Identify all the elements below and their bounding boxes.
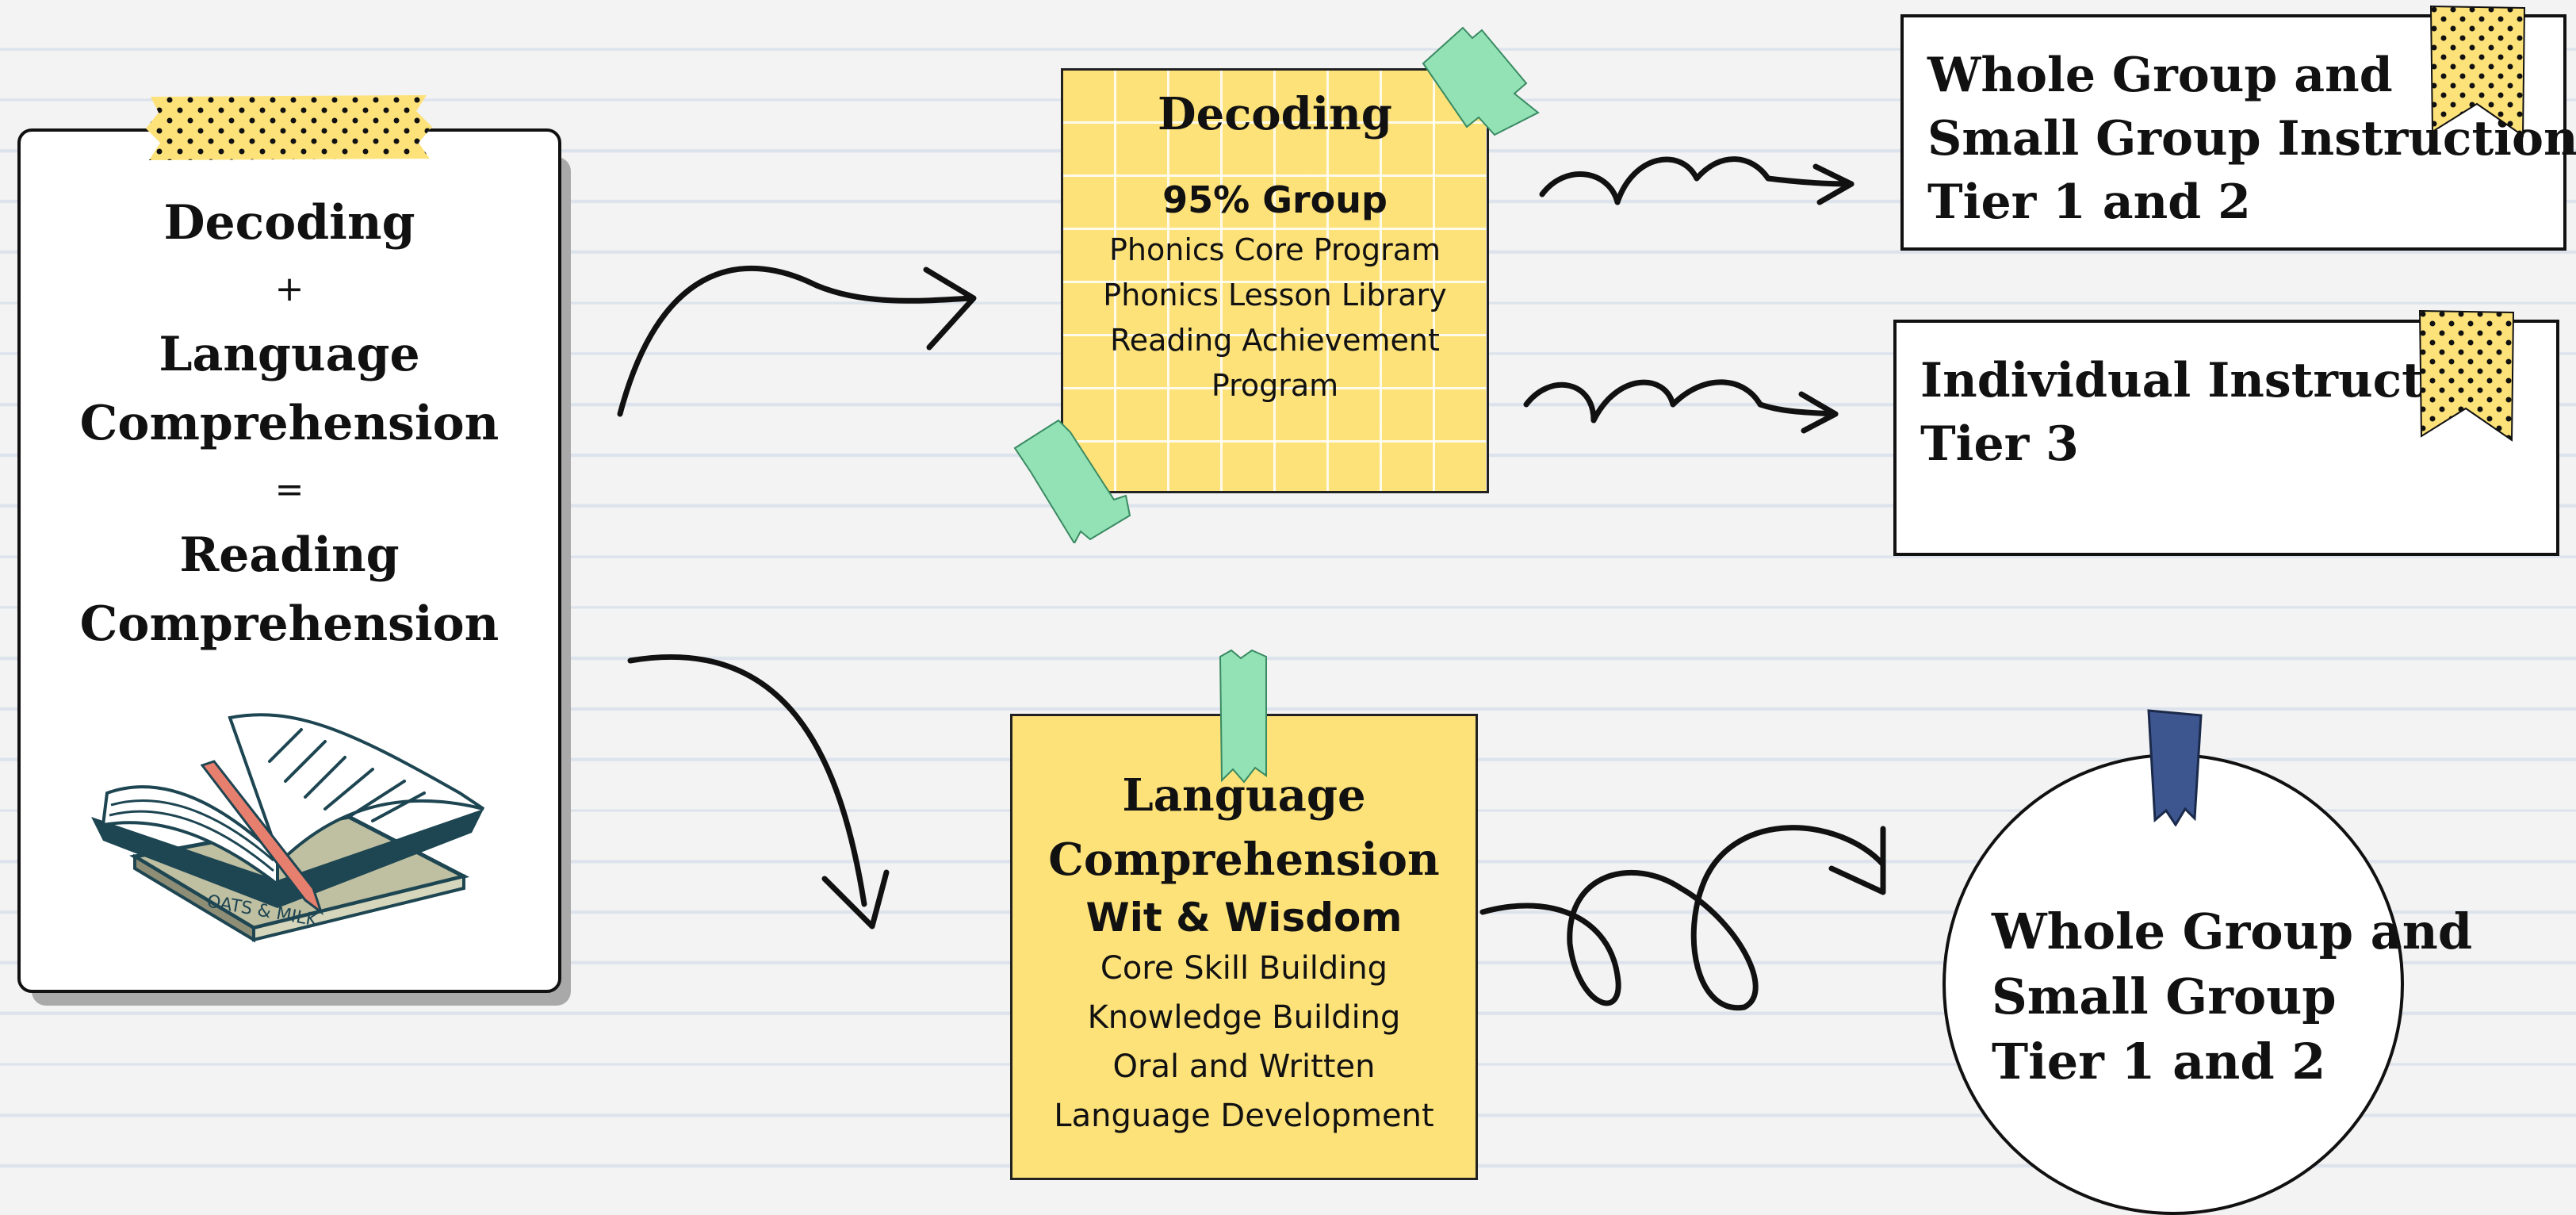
instruction-line: Tier 3 — [1920, 416, 2079, 472]
plus-sign: + — [274, 269, 304, 309]
equals-sign: = — [274, 470, 304, 511]
arrow-to-language-head — [821, 869, 890, 929]
circle-line: Small Group — [1992, 967, 2337, 1025]
green-tape-language — [1219, 649, 1267, 784]
arrow-to-language — [627, 653, 867, 907]
result-line-2: Comprehension — [79, 596, 500, 653]
language-note: Language Comprehension Wit & Wisdom Core… — [1010, 714, 1478, 1180]
decoding-note-subtitle: 95% Group — [1162, 178, 1388, 221]
term-decoding: Decoding — [163, 195, 415, 251]
decoding-item: Program — [1211, 368, 1339, 403]
group-instruction-circle: Whole Group and Small Group Tier 1 and 2 — [1943, 753, 2473, 1215]
squiggle-to-box1 — [1539, 156, 1854, 205]
dotted-bookmark-1 — [2429, 5, 2526, 137]
term-language-1: Language — [159, 327, 420, 383]
squiggle-to-box2 — [1523, 379, 1839, 424]
instruction-line: Whole Group and — [1927, 48, 2393, 103]
circle-line: Tier 1 and 2 — [1992, 1032, 2326, 1090]
loop-arrow — [1479, 825, 1886, 1011]
green-tape-bottom — [1013, 419, 1131, 543]
decoding-item: Phonics Lesson Library — [1103, 278, 1447, 312]
instruction-line: Individual Instruction — [1920, 353, 2509, 408]
decoding-item: Phonics Core Program — [1108, 232, 1441, 267]
language-item: Core Skill Building — [1100, 950, 1388, 987]
circle-line: Whole Group and — [1992, 903, 2473, 960]
language-note-subtitle: Wit & Wisdom — [1085, 895, 1403, 941]
loop-arrow-head — [1828, 826, 1886, 895]
language-item: Knowledge Building — [1087, 999, 1401, 1037]
squiggle-to-box2-head — [1798, 391, 1839, 434]
language-item: Oral and Written — [1112, 1048, 1376, 1086]
blue-pin-tape — [2147, 709, 2203, 826]
decoding-note-title: Decoding — [1158, 88, 1392, 140]
squiggle-to-box1-head — [1812, 163, 1854, 205]
arrow-to-decoding — [617, 265, 974, 417]
decoding-note: Decoding 95% Group Phonics Core Program … — [1061, 68, 1489, 493]
green-tape-top — [1422, 26, 1540, 136]
term-language-2: Comprehension — [79, 396, 500, 452]
decoding-item: Reading Achievement — [1110, 323, 1440, 358]
book-illustration: OATS & MILK — [91, 713, 485, 943]
result-line-1: Reading — [179, 527, 400, 584]
language-note-title-2: Comprehension — [1048, 834, 1440, 887]
arrow-to-decoding-head — [923, 266, 977, 351]
dotted-bookmark-2 — [2418, 309, 2515, 442]
dotted-tape-card — [146, 95, 432, 160]
language-item: Language Development — [1054, 1098, 1434, 1135]
instruction-line: Small Group Instruction — [1927, 110, 2576, 167]
instruction-line: Tier 1 and 2 — [1927, 174, 2251, 230]
